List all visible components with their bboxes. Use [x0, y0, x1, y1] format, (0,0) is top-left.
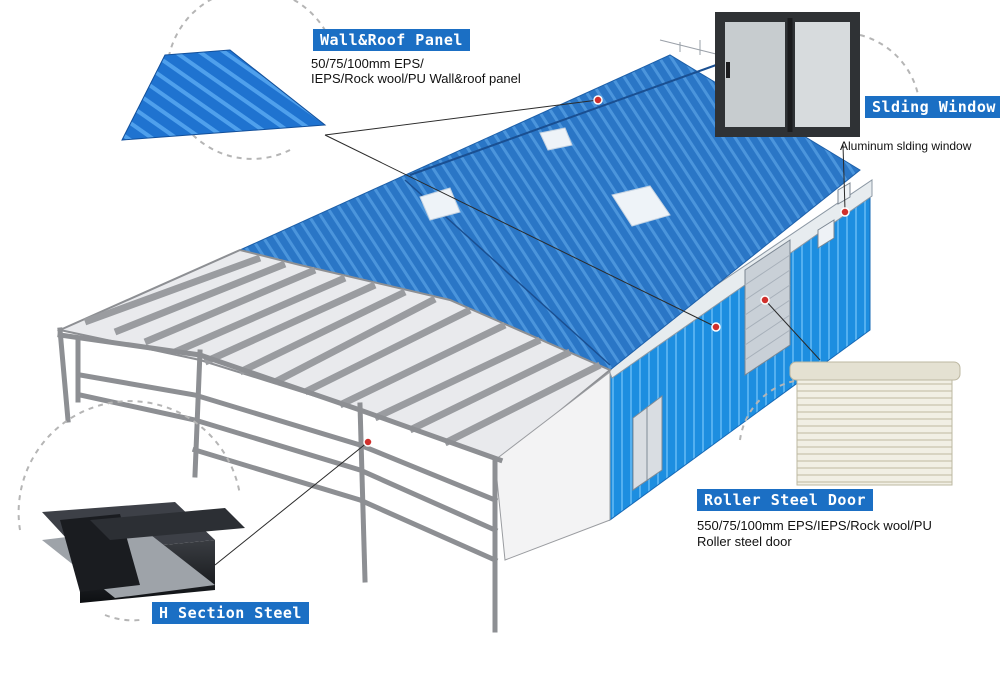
red-markers	[363, 95, 850, 447]
h-section-steel-label: H Section Steel	[152, 602, 309, 624]
purlins	[83, 254, 602, 447]
personnel-door	[632, 394, 663, 491]
roller-door-icon	[789, 361, 961, 486]
sliding-window-desc: Aluminum slding window	[840, 139, 972, 153]
sliding-window-label: Slding Window	[865, 96, 1000, 118]
wall-roof-panel-desc-line2: IEPS/Rock wool/PU Wall&roof panel	[311, 71, 521, 86]
wall-roof-panel-label: Wall&Roof Panel	[313, 29, 470, 51]
steel-frame	[57, 327, 504, 633]
leader-lines	[214, 99, 846, 566]
corrugated-panel-icon	[121, 49, 327, 141]
roller-steel-door-label: Roller Steel Door	[697, 489, 874, 511]
wall-roller-door	[744, 239, 791, 376]
back-parapet	[659, 39, 741, 61]
roller-steel-door-desc-line1: 550/75/100mm EPS/IEPS/Rock wool/PU	[697, 518, 932, 533]
end-wall	[494, 370, 611, 561]
wall-roof-panel-desc-line1: 50/75/100mm EPS/	[311, 56, 424, 71]
roller-steel-door-desc-line2: Roller steel door	[697, 534, 792, 549]
h-beam-icon	[42, 502, 245, 603]
roof-ridge	[409, 59, 731, 176]
sliding-window-icon	[715, 12, 860, 137]
